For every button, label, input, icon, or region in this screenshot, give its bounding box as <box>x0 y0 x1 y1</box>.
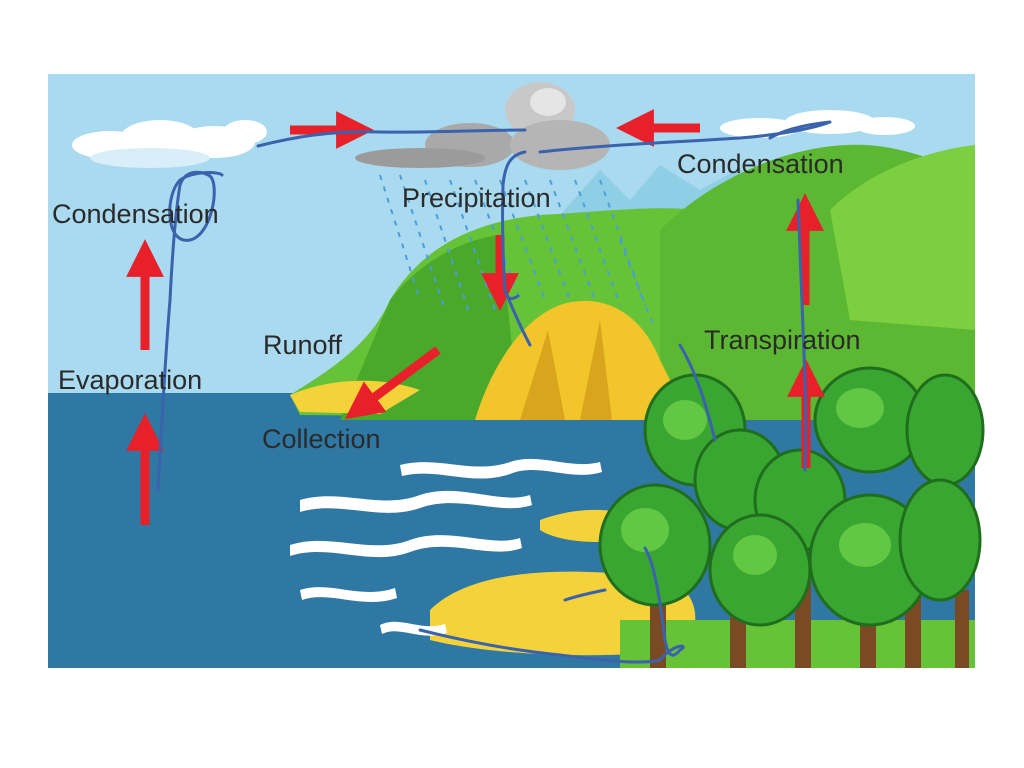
label-runoff: Runoff <box>263 330 343 360</box>
arrow-icon <box>344 346 441 420</box>
label-condensation-right: Condensation <box>677 149 844 179</box>
label-evaporation: Evaporation <box>58 365 202 395</box>
hill-right-top <box>830 145 975 330</box>
forest-icon <box>598 366 985 668</box>
waves <box>290 458 602 636</box>
hill-shade <box>340 235 520 420</box>
labels: Condensation Condensation Precipitation … <box>52 149 861 454</box>
gray-rain-cloud-icon <box>355 82 610 170</box>
white-cloud-icon <box>72 120 267 168</box>
label-condensation-left: Condensation <box>52 199 219 229</box>
label-precipitation: Precipitation <box>402 183 551 213</box>
yellow-rock <box>475 300 690 420</box>
label-collection: Collection <box>262 424 381 454</box>
label-transpiration: Transpiration <box>704 325 861 355</box>
rock-shade <box>520 320 612 420</box>
hand-drawn-cycle-path <box>156 120 832 664</box>
